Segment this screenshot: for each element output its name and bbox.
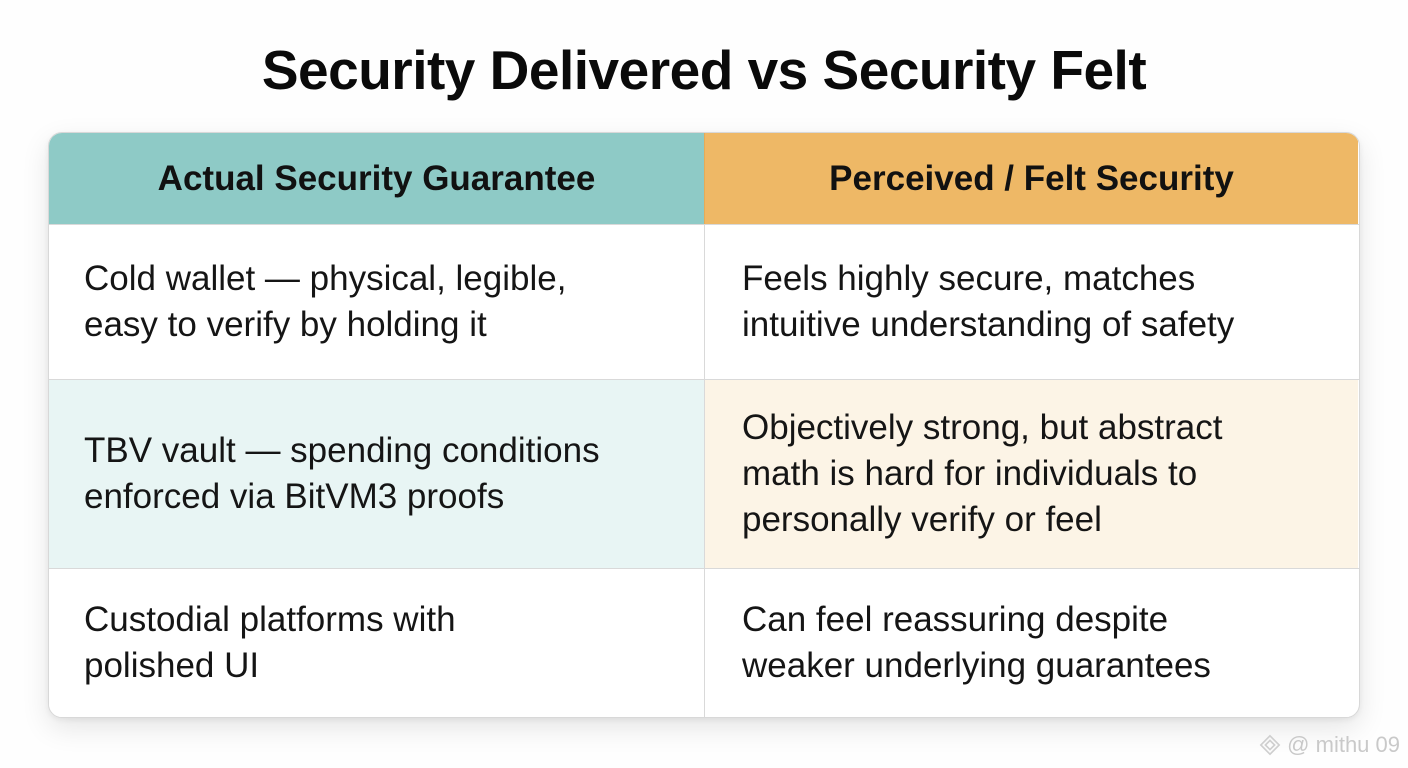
header-actual-security: Actual Security Guarantee — [49, 133, 704, 224]
table-header-row: Actual Security Guarantee Perceived / Fe… — [49, 133, 1359, 224]
cell-perceived-custodial: Can feel reassuring despite weaker under… — [704, 569, 1358, 717]
header-perceived-security: Perceived / Felt Security — [704, 133, 1358, 224]
cell-perceived-cold-wallet: Feels highly secure, matches intuitive u… — [704, 225, 1358, 379]
table-row: Cold wallet — physical, legible, easy to… — [49, 224, 1359, 379]
comparison-table: Actual Security Guarantee Perceived / Fe… — [48, 132, 1360, 718]
watermark-text: @ mithu 09 — [1287, 732, 1400, 757]
page-title: Security Delivered vs Security Felt — [261, 39, 1147, 101]
cell-actual-custodial: Custodial platforms with polished UI — [49, 569, 704, 717]
table-row: Custodial platforms with polished UI Can… — [49, 568, 1359, 717]
cell-actual-tbv-vault: TBV vault — spending conditions enforced… — [49, 380, 704, 568]
table-row: TBV vault — spending conditions enforced… — [49, 379, 1359, 568]
cell-actual-cold-wallet: Cold wallet — physical, legible, easy to… — [49, 225, 704, 379]
binance-diamond-icon — [1259, 734, 1281, 756]
watermark: @ mithu 09 — [1259, 732, 1400, 758]
cell-perceived-tbv-vault: Objectively strong, but abstract math is… — [704, 380, 1358, 568]
